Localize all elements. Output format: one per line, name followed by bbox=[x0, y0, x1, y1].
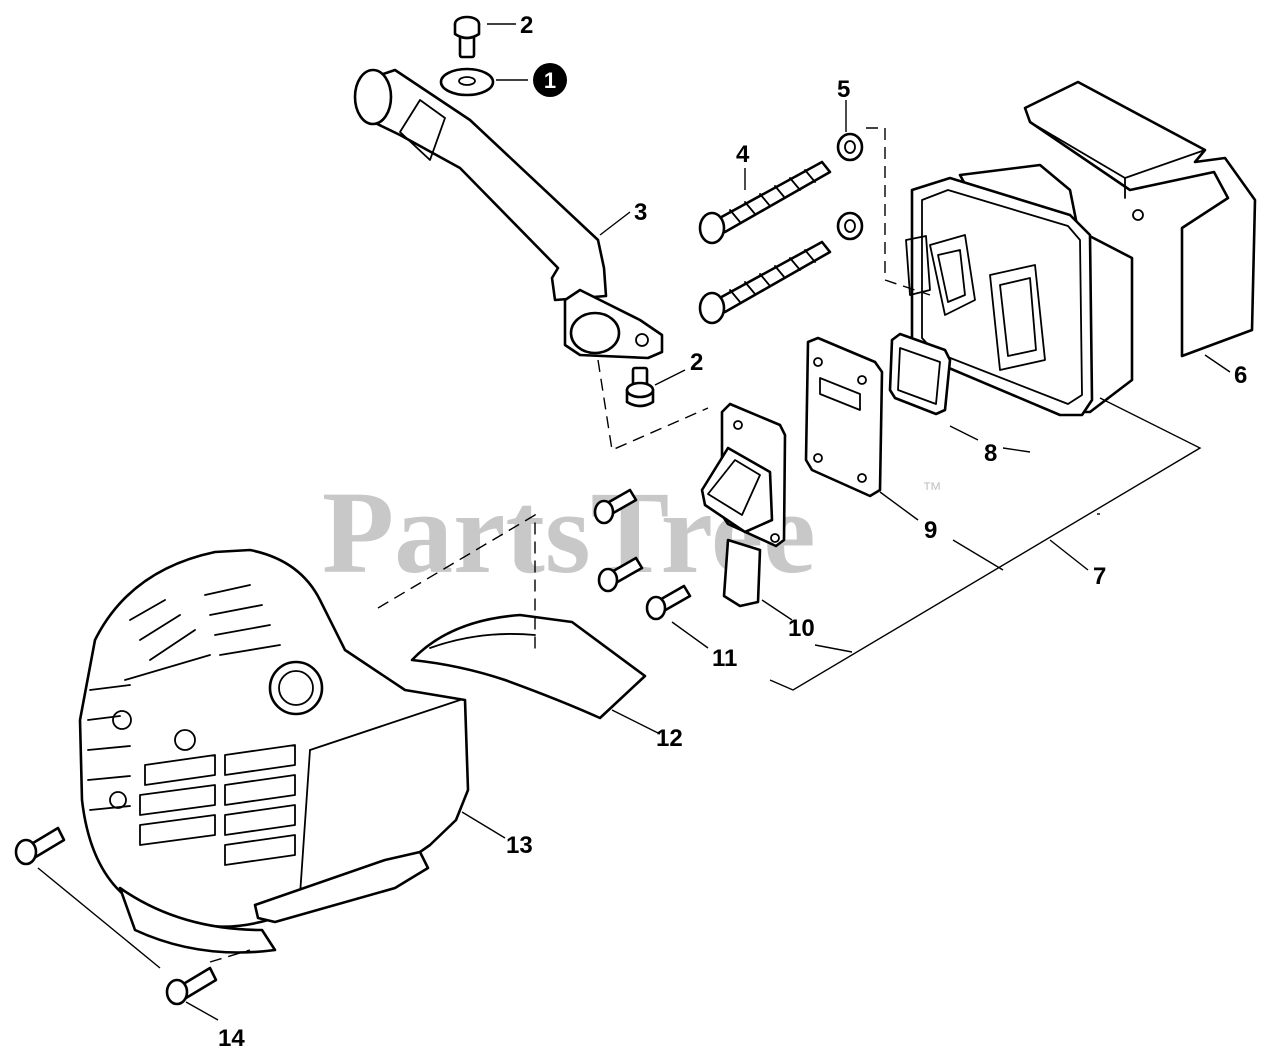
part-14-screws bbox=[14, 826, 218, 1006]
part-2-bolt-top bbox=[453, 15, 481, 59]
callout-7: 7 bbox=[1093, 563, 1106, 590]
part-8-gasket bbox=[888, 332, 952, 416]
leader-lines bbox=[37, 23, 1231, 1021]
callouts: 1 2 2 3 4 5 6 7 8 9 10 11 12 13 14 bbox=[218, 12, 1247, 1052]
callout-1: 1 bbox=[544, 68, 556, 93]
callout-2-lower: 2 bbox=[690, 349, 703, 376]
part-10-exhaust-elbow bbox=[700, 402, 787, 608]
callout-10: 10 bbox=[788, 615, 815, 642]
callout-12: 12 bbox=[656, 725, 683, 752]
part-6-heat-shield bbox=[1023, 80, 1257, 358]
callout-6: 6 bbox=[1234, 362, 1247, 389]
callout-11: 11 bbox=[712, 645, 737, 672]
part-1-washer bbox=[439, 67, 495, 97]
part-2-bolt-lower bbox=[625, 366, 655, 408]
callout-8: 8 bbox=[984, 440, 997, 467]
callout-2-top: 2 bbox=[520, 12, 533, 39]
callout-1-badge bbox=[533, 63, 567, 97]
callout-5: 5 bbox=[837, 76, 850, 103]
part-5-washers bbox=[836, 132, 864, 241]
callout-9: 9 bbox=[924, 517, 937, 544]
alignment-lines bbox=[209, 127, 931, 963]
part-13-guard bbox=[78, 548, 470, 954]
part-9-plate bbox=[804, 336, 884, 498]
part-3-exhaust-pipe bbox=[353, 68, 664, 360]
part-12-deflector bbox=[410, 613, 647, 720]
callout-13: 13 bbox=[506, 832, 533, 859]
part-4-bolts bbox=[698, 160, 832, 325]
callout-3: 3 bbox=[634, 199, 647, 226]
callout-4: 4 bbox=[736, 141, 750, 168]
callout-14: 14 bbox=[218, 1025, 245, 1052]
part-11-screws bbox=[593, 488, 692, 621]
watermark-trademark: ™ bbox=[922, 479, 942, 501]
